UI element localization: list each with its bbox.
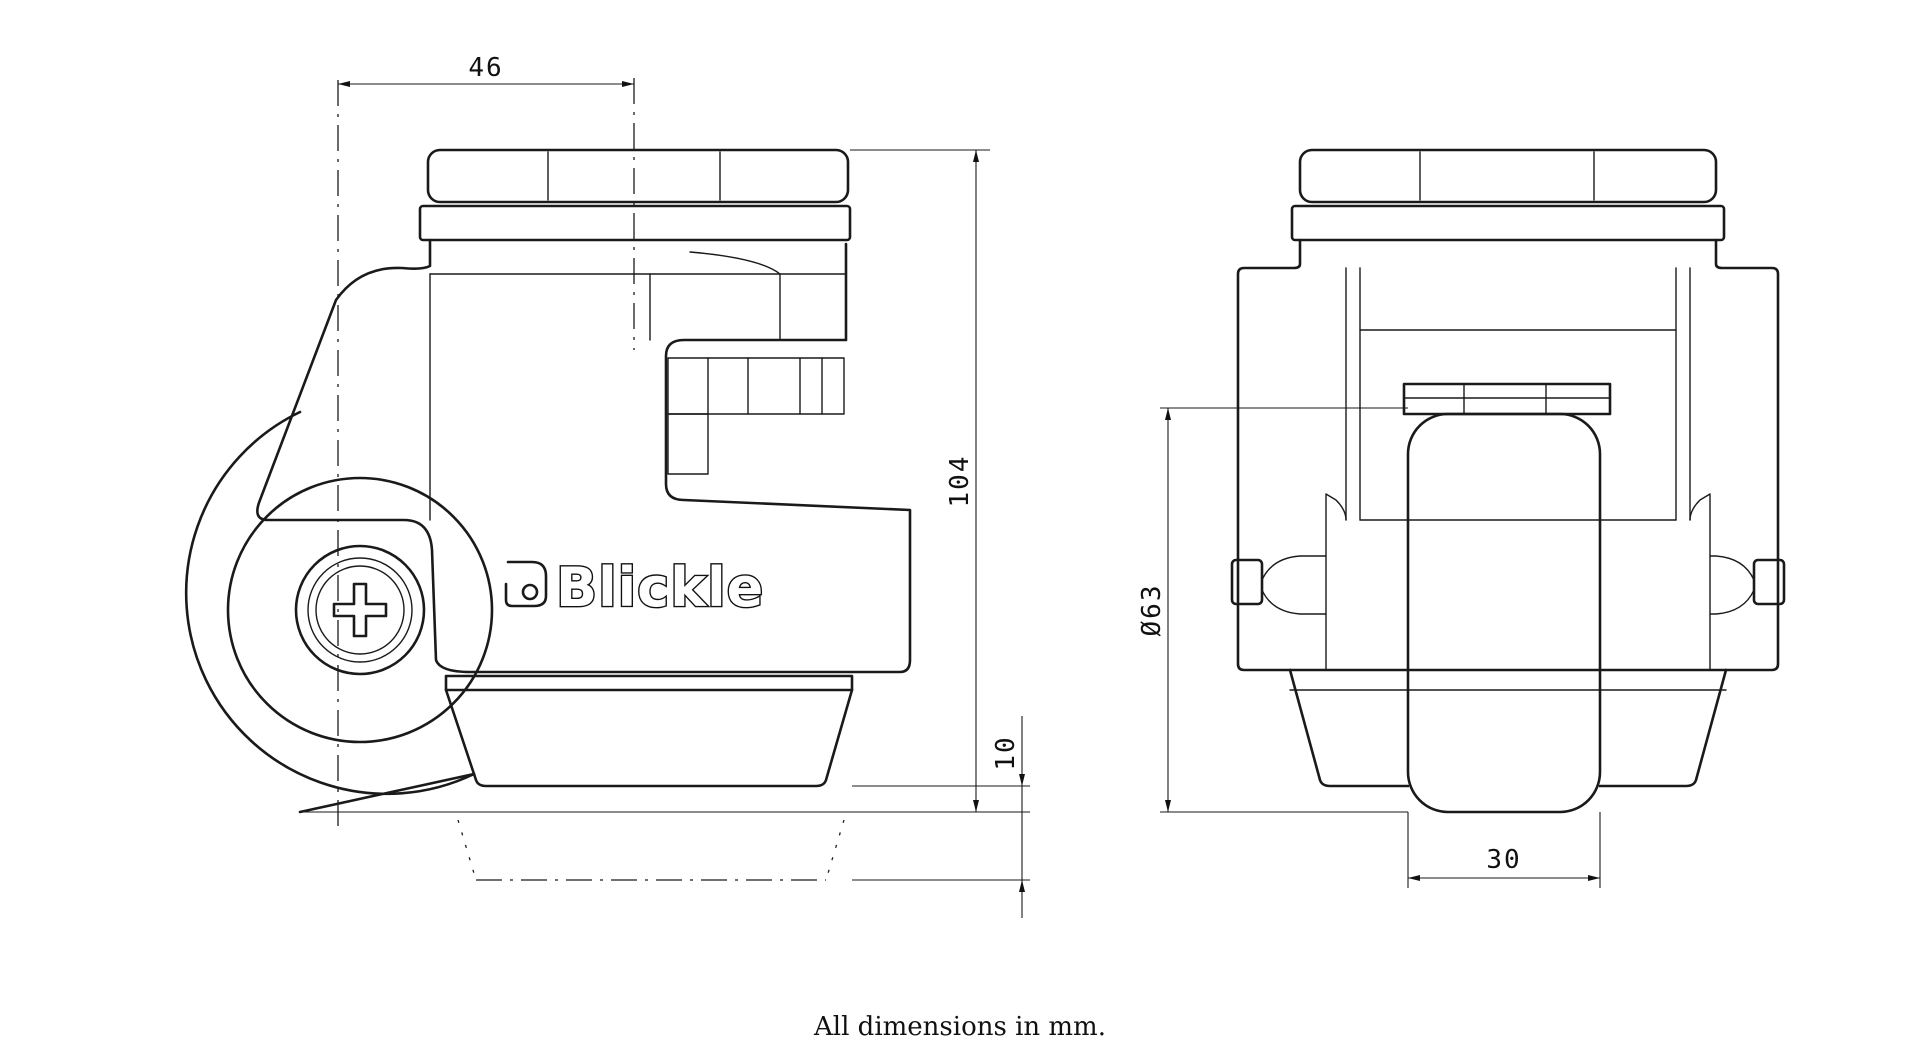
front-foot-pad-right <box>1598 668 1728 788</box>
axle-nut-left <box>1230 558 1264 606</box>
front-top-plate <box>1298 148 1718 204</box>
dim-height: 104 <box>945 455 975 508</box>
dim-wheel-diameter: Ø63 <box>1137 584 1167 637</box>
front-foot-pad-left <box>1288 668 1410 788</box>
brand-logo-icon <box>504 560 548 608</box>
axle-nut-right <box>1752 558 1786 606</box>
footnote: All dimensions in mm. <box>814 1012 1106 1042</box>
front-fork-top <box>1402 382 1612 416</box>
brand-logo: Blickle <box>504 555 765 620</box>
side-flange <box>418 204 852 242</box>
side-view: Blickle 46 104 10 <box>184 53 1030 918</box>
brand-logo-text: Blickle <box>556 556 764 619</box>
phillips-screw-icon <box>332 582 388 638</box>
side-pad-rim <box>444 674 854 692</box>
dim-stroke: 10 <box>991 735 1021 770</box>
axle-bolt <box>294 544 426 676</box>
front-housing <box>1236 238 1780 672</box>
front-wheel <box>1406 412 1602 814</box>
dim-offset: 46 <box>468 53 503 83</box>
side-foot-pad <box>444 688 854 788</box>
side-body <box>256 238 912 674</box>
side-top-plate <box>426 148 850 204</box>
dim-wheel-width: 30 <box>1486 845 1521 875</box>
side-thread <box>667 357 845 415</box>
front-view: Ø63 30 <box>1137 148 1786 888</box>
front-flange <box>1290 204 1726 242</box>
side-axle-housing <box>226 476 494 744</box>
